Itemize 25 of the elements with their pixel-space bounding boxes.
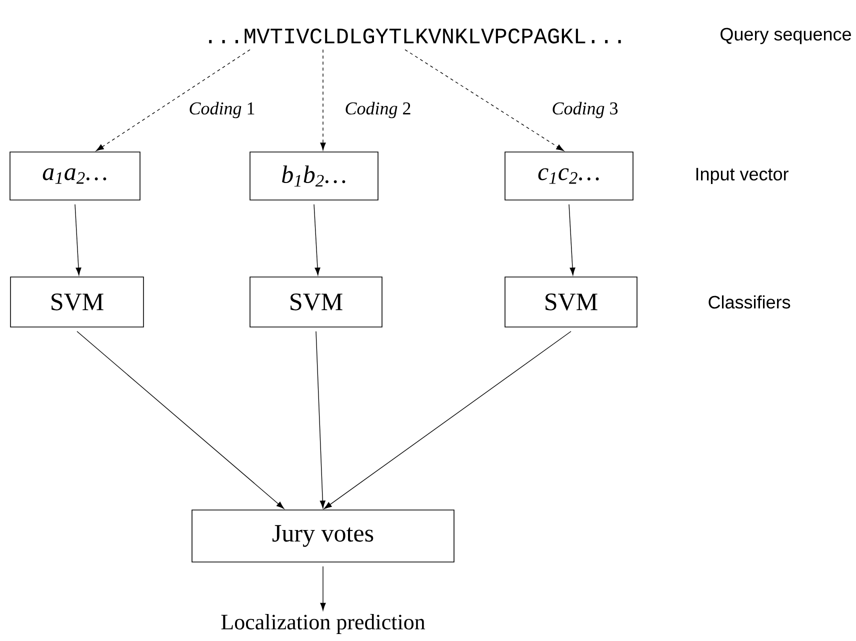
row-label: Classifiers <box>708 295 790 309</box>
edge-label: Coding 1 <box>188 100 256 120</box>
arrow <box>96 49 250 152</box>
arrow <box>76 331 284 509</box>
vector-box: b$_{1}$b$_{2}$… <box>250 152 378 200</box>
arrow <box>404 49 564 152</box>
edge-label: Coding 3 <box>550 100 620 120</box>
edge-label: Coding 2 <box>344 100 412 120</box>
output-text: Localization prediction <box>221 614 426 634</box>
vector-box: a$_{1}$a$_{2}$… <box>10 152 140 200</box>
arrow <box>324 331 572 510</box>
arrow <box>320 566 326 611</box>
classifier-box: SVM <box>250 276 382 328</box>
row-label: Input vector <box>696 168 788 184</box>
classifier-box: SVM <box>504 276 638 328</box>
sequence-text: ...MVTIVCLDLGYTLKVNKLVPCPAGKL... <box>209 28 621 44</box>
process-box: Jury votes <box>192 510 454 562</box>
arrow <box>74 204 82 276</box>
arrow <box>316 331 326 508</box>
arrow <box>314 204 320 276</box>
row-label: Query sequence <box>720 28 851 44</box>
arrow <box>320 49 326 150</box>
arrow <box>568 204 576 276</box>
vector-box: c$_{1}$c$_{2}$… <box>504 152 634 200</box>
classifier-box: SVM <box>10 276 144 328</box>
